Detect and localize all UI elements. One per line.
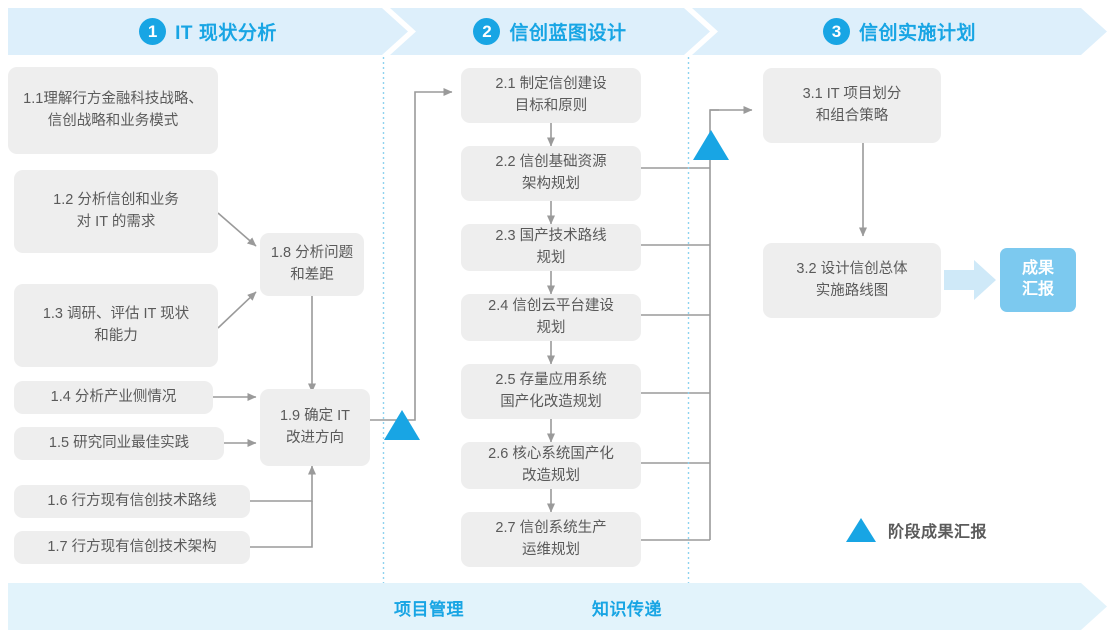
- phase-header-2[interactable]: 2 信创蓝图设计: [390, 8, 710, 55]
- task-box-1-1[interactable]: 1.1理解行方金融科技战略、 信创战略和业务模式: [8, 67, 218, 154]
- phase-header-1[interactable]: 1 IT 现状分析: [8, 8, 408, 55]
- task-box-1-9[interactable]: 1.9 确定 IT 改进方向: [260, 389, 370, 466]
- task-box-1-4[interactable]: 1.4 分析产业侧情况: [14, 381, 213, 414]
- phase-header-3[interactable]: 3 信创实施计划: [692, 8, 1107, 55]
- footer-label-project-management[interactable]: 项目管理: [394, 600, 464, 619]
- deliverable-arrow-icon: [944, 260, 996, 300]
- deliverable-chip[interactable]: 成果 汇报: [1000, 248, 1076, 312]
- phase-title: 信创实施计划: [858, 23, 976, 44]
- task-box-2-7[interactable]: 2.7 信创系统生产 运维规划: [461, 512, 641, 567]
- legend-milestone: 阶段成果汇报: [846, 518, 987, 542]
- phase-number-badge: 3: [822, 18, 850, 45]
- phase-number-badge: 2: [473, 18, 501, 45]
- footer-label-knowledge-transfer[interactable]: 知识传递: [592, 600, 662, 619]
- task-box-3-1[interactable]: 3.1 IT 项目划分 和组合策略: [763, 68, 941, 143]
- task-box-2-2[interactable]: 2.2 信创基础资源 架构规划: [461, 146, 641, 201]
- milestone-triangle-phase2: [693, 130, 729, 160]
- task-box-3-2[interactable]: 3.2 设计信创总体 实施路线图: [763, 243, 941, 318]
- task-box-2-5[interactable]: 2.5 存量应用系统 国产化改造规划: [461, 364, 641, 419]
- triangle-icon: [846, 518, 876, 542]
- task-box-2-4[interactable]: 2.4 信创云平台建设 规划: [461, 294, 641, 341]
- task-box-2-6[interactable]: 2.6 核心系统国产化 改造规划: [461, 442, 641, 489]
- phase-number-badge: 1: [139, 18, 167, 45]
- task-box-2-3[interactable]: 2.3 国产技术路线 规划: [461, 224, 641, 271]
- footer-band: [8, 583, 1107, 630]
- task-box-1-3[interactable]: 1.3 调研、评估 IT 现状 和能力: [14, 284, 218, 367]
- phase-title: IT 现状分析: [175, 23, 277, 44]
- task-box-1-2[interactable]: 1.2 分析信创和业务 对 IT 的需求: [14, 170, 218, 253]
- milestone-triangle-phase1: [384, 410, 420, 440]
- deliverable-label: 成果 汇报: [1021, 260, 1054, 298]
- task-box-2-1[interactable]: 2.1 制定信创建设 目标和原则: [461, 68, 641, 123]
- task-box-1-6[interactable]: 1.6 行方现有信创技术路线: [14, 485, 250, 518]
- task-box-1-5[interactable]: 1.5 研究同业最佳实践: [14, 427, 224, 460]
- legend-label: 阶段成果汇报: [888, 524, 988, 541]
- task-box-1-7[interactable]: 1.7 行方现有信创技术架构: [14, 531, 250, 564]
- phase-title: 信创蓝图设计: [509, 23, 627, 44]
- task-box-1-8[interactable]: 1.8 分析问题 和差距: [260, 233, 364, 296]
